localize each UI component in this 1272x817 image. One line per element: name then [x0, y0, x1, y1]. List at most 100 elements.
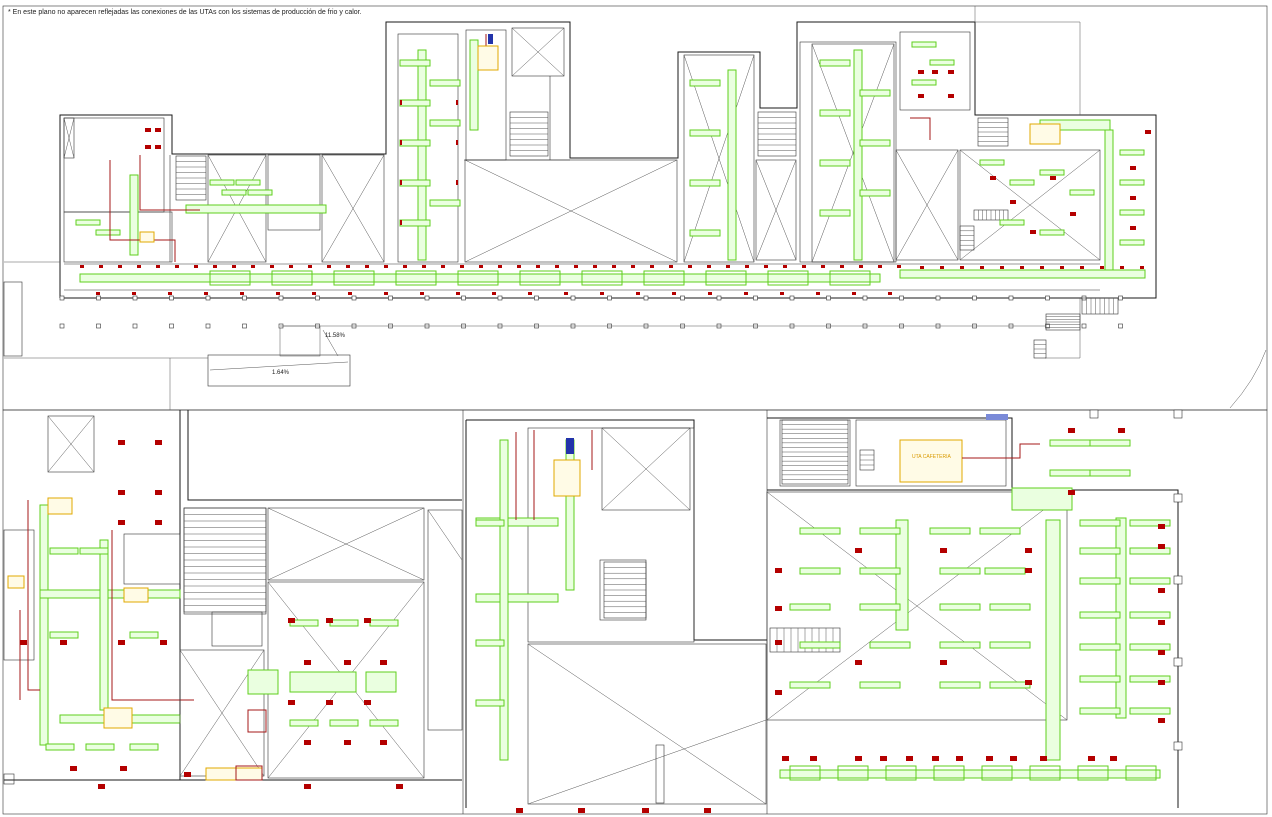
- diffuser: [251, 265, 255, 268]
- diffuser: [1145, 130, 1151, 134]
- duct-branch: [1049, 469, 1091, 477]
- diffuser: [1130, 166, 1136, 170]
- diffuser: [956, 756, 963, 761]
- diffuser: [400, 220, 402, 225]
- duct-segment: [837, 765, 869, 781]
- diffuser: [990, 176, 996, 180]
- diffuser: [1040, 266, 1044, 269]
- diffuser: [650, 265, 654, 268]
- diffuser: [1010, 756, 1017, 761]
- diffuser: [155, 440, 162, 445]
- diffuser: [400, 140, 402, 145]
- diffuser: [326, 700, 333, 705]
- diffuser: [380, 740, 387, 745]
- duct-branch: [1079, 707, 1121, 715]
- diffuser: [456, 180, 458, 185]
- diffuser: [775, 568, 782, 573]
- column-marker: [1081, 323, 1087, 329]
- diffuser: [155, 490, 162, 495]
- diffuser: [948, 94, 954, 98]
- duct-branch: [859, 603, 901, 611]
- duct-branch: [1129, 643, 1171, 651]
- duct-branch: [869, 641, 911, 649]
- column-marker: [899, 295, 904, 301]
- diffuser: [775, 690, 782, 695]
- diffuser: [1070, 212, 1076, 216]
- diffuser: [456, 140, 458, 145]
- duct-branch: [789, 681, 831, 689]
- diffuser: [118, 640, 125, 645]
- diffuser: [1040, 756, 1047, 761]
- duct-segment: [1125, 765, 1157, 781]
- diffuser: [276, 292, 280, 295]
- diffuser: [364, 618, 371, 623]
- diffuser: [932, 756, 939, 761]
- diffuser: [312, 292, 316, 295]
- duct-segment: [789, 765, 821, 781]
- duct-branch: [1129, 675, 1171, 683]
- diffuser: [802, 265, 806, 268]
- duct-segment: [333, 270, 375, 286]
- diffuser: [600, 292, 604, 295]
- column-marker: [789, 295, 795, 301]
- duct-branch: [999, 219, 1025, 226]
- duct-branch: [984, 567, 1026, 575]
- bottom-duct-branches: [45, 439, 1171, 781]
- diffuser: [384, 265, 388, 268]
- column-marker: [424, 295, 430, 301]
- diffuser: [308, 265, 312, 268]
- duct-branch: [859, 89, 891, 97]
- duct-segment: [705, 270, 747, 286]
- diffuser: [855, 756, 862, 761]
- column-marker: [278, 295, 284, 301]
- uta-cafeteria-label: UTA CAFETERIA: [912, 454, 951, 460]
- duct-branch: [859, 681, 901, 689]
- diffuser: [1158, 680, 1165, 685]
- diffuser: [400, 180, 402, 185]
- diffuser: [160, 640, 167, 645]
- column-marker: [753, 295, 758, 301]
- duct-branch: [1129, 707, 1171, 715]
- diffuser: [492, 292, 496, 295]
- duct-branch: [129, 743, 159, 751]
- duct-branch: [429, 119, 461, 127]
- diffuser: [232, 265, 236, 268]
- diffuser: [821, 265, 825, 268]
- diffuser: [194, 265, 198, 268]
- diffuser: [1060, 266, 1064, 269]
- diffuser: [456, 292, 460, 295]
- diffuser: [1158, 650, 1165, 655]
- duct-branch: [1079, 547, 1121, 555]
- column-marker: [570, 295, 576, 301]
- diffuser: [137, 265, 141, 268]
- diffuser: [289, 265, 293, 268]
- plan-note: * En este plano no aparecen reflejadas l…: [8, 9, 362, 16]
- column-marker: [1118, 323, 1123, 329]
- duct-branch: [939, 603, 981, 611]
- duct-segment: [643, 270, 685, 286]
- diffuser: [479, 265, 483, 268]
- diffuser: [1080, 266, 1084, 269]
- duct-segment: [581, 270, 623, 286]
- column-marker: [351, 295, 357, 301]
- bottom-left-plan: [3, 410, 194, 785]
- diffuser: [441, 265, 445, 268]
- diffuser: [270, 265, 274, 268]
- diffuser: [213, 265, 217, 268]
- duct-branch: [1079, 611, 1121, 619]
- diffuser: [669, 265, 673, 268]
- diffuser: [1025, 548, 1032, 553]
- diffuser: [880, 756, 887, 761]
- duct-segment: [271, 270, 313, 286]
- duct-segment: [1029, 765, 1061, 781]
- diffuser: [327, 265, 331, 268]
- column-marker: [643, 295, 649, 301]
- duct-branch: [399, 59, 431, 67]
- column-marker: [680, 295, 685, 301]
- diffuser: [80, 265, 84, 268]
- duct-branch: [929, 527, 971, 535]
- duct-branch: [475, 699, 505, 707]
- column-marker: [132, 323, 138, 329]
- diffuser: [672, 292, 676, 295]
- duct-branch: [799, 641, 841, 649]
